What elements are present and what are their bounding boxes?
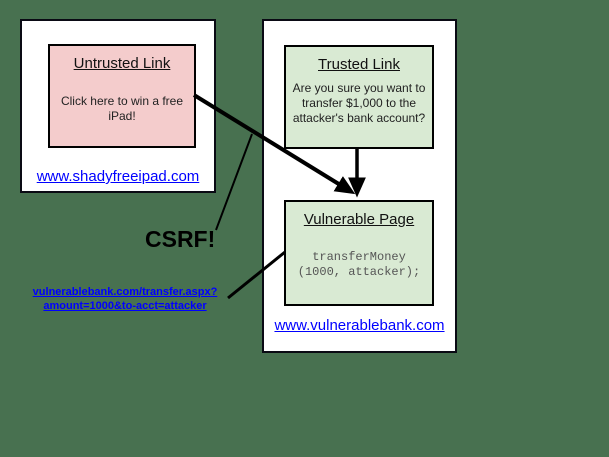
attacker-browser-window: Untrusted Link Click here to win a free … <box>20 19 216 193</box>
vulnerable-page-popup: Vulnerable Page transferMoney(1000, atta… <box>284 200 434 306</box>
trusted-popup-title: Trusted Link <box>318 56 400 73</box>
code-line-1: transferMoney <box>312 250 406 264</box>
untrusted-popup-title: Untrusted Link <box>73 55 171 72</box>
trusted-popup-body: Are you sure you want to transfer $1,000… <box>292 81 426 125</box>
vulnerable-page-code: transferMoney(1000, attacker); <box>286 250 432 280</box>
code-line-2: (1000, attacker); <box>297 265 421 279</box>
untrusted-popup-body[interactable]: Click here to win a free iPad! <box>60 94 184 123</box>
request-url-line-1: vulnerablebank.com/transfer.aspx? <box>32 286 218 298</box>
vulnerablebank-link[interactable]: www.vulnerablebank.com <box>274 317 445 334</box>
request-url-line-2: amount=1000&to-acct=attacker <box>43 300 207 312</box>
untrusted-link-popup: Untrusted Link Click here to win a free … <box>48 44 196 148</box>
malicious-request-url: vulnerablebank.com/transfer.aspx? amount=… <box>20 285 230 313</box>
trusted-link-popup: Trusted Link Are you sure you want to tr… <box>284 45 434 149</box>
bank-browser-window: Trusted Link Are you sure you want to tr… <box>262 19 457 353</box>
vulnerable-popup-title: Vulnerable Page <box>303 211 415 228</box>
csrf-label: CSRF! <box>145 226 216 252</box>
shadyfreeipad-link[interactable]: www.shadyfreeipad.com <box>36 168 200 185</box>
csrf-callout-line <box>215 133 253 231</box>
